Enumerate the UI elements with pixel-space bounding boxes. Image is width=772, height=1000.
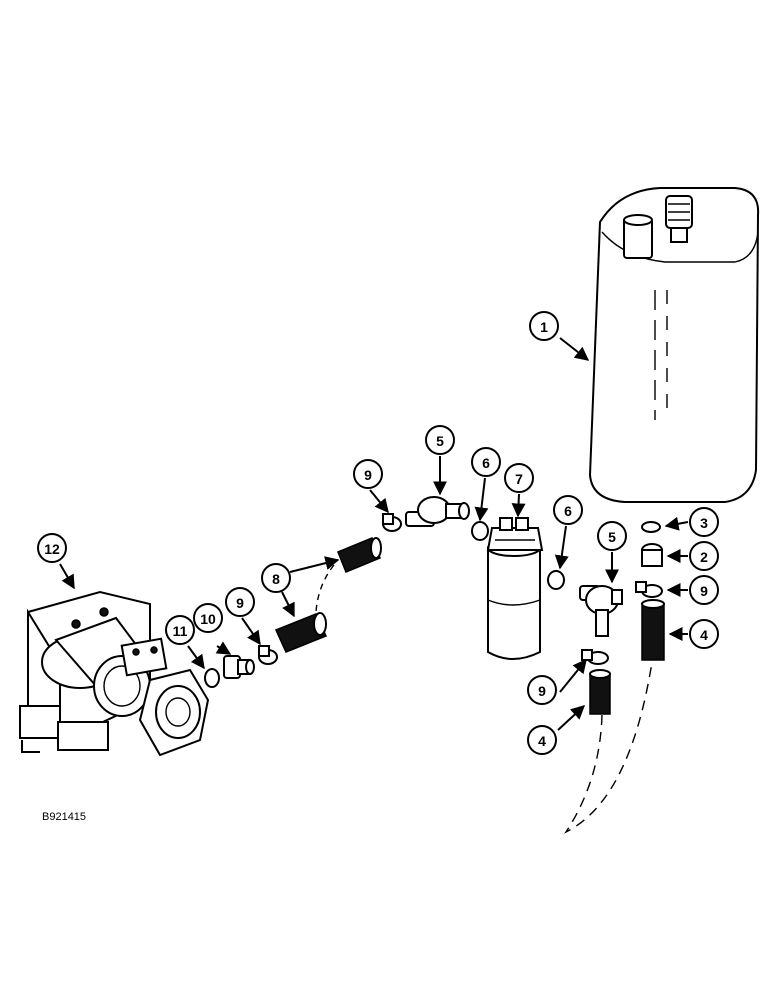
hose-clamp-9-top — [382, 513, 402, 532]
tee-fitting-5-lower — [579, 585, 623, 637]
hose-route-8 — [315, 564, 335, 613]
callout-4-left: 4 — [527, 725, 557, 755]
callout-12-label: 12 — [44, 541, 60, 557]
callout-2-label: 2 — [700, 549, 708, 565]
callout-9-pump: 9 — [225, 587, 255, 617]
callout-9-pump-label: 9 — [236, 595, 244, 611]
hose-8-upper — [337, 537, 382, 573]
o-ring-6-lower — [547, 570, 565, 590]
reservoir-tank — [588, 187, 760, 503]
hose-route-4 — [563, 661, 653, 834]
callout-5-upper: 5 — [425, 425, 455, 455]
hose-4-left — [589, 669, 611, 715]
figure-code: B921415 — [42, 811, 86, 823]
callout-5-upper-label: 5 — [436, 433, 444, 449]
callout-9-top-label: 9 — [364, 467, 372, 483]
callout-5-lower-label: 5 — [608, 529, 616, 545]
hydraulic-pump — [19, 590, 210, 757]
o-ring-3 — [641, 521, 661, 533]
callout-8-label: 8 — [272, 571, 280, 587]
hose-8-lower — [274, 612, 328, 653]
callout-10: 10 — [193, 603, 223, 633]
adapter-fitting-10 — [223, 655, 255, 679]
callout-9-lower-label: 9 — [538, 683, 546, 699]
callout-11: 11 — [165, 615, 195, 645]
adapter-fitting-2 — [641, 543, 663, 567]
callout-3: 3 — [689, 507, 719, 537]
hose-clamp-9-tank — [635, 581, 663, 598]
callout-11-label: 11 — [173, 623, 188, 639]
hose-4-right — [641, 599, 665, 661]
callout-9-lower: 9 — [527, 675, 557, 705]
callout-5-lower: 5 — [597, 521, 627, 551]
o-ring-6-upper — [471, 521, 489, 541]
callout-3-label: 3 — [700, 515, 708, 531]
callout-9-tank-label: 9 — [700, 583, 708, 599]
callout-6-lower: 6 — [553, 495, 583, 525]
filter-assembly — [486, 517, 544, 660]
callout-7: 7 — [504, 463, 534, 493]
callout-9-tank: 9 — [689, 575, 719, 605]
callout-6-upper-label: 6 — [482, 455, 490, 471]
callout-6-upper: 6 — [471, 447, 501, 477]
callout-4-right-label: 4 — [700, 627, 708, 643]
callout-7-label: 7 — [515, 471, 523, 487]
hose-clamp-9-pump — [258, 645, 278, 665]
callout-2: 2 — [689, 541, 719, 571]
callout-12: 12 — [37, 533, 67, 563]
callout-6-lower-label: 6 — [564, 503, 572, 519]
tee-fitting-5-upper — [405, 496, 470, 527]
callout-10-label: 10 — [200, 611, 216, 627]
callout-4-right: 4 — [689, 619, 719, 649]
callout-1: 1 — [529, 311, 559, 341]
callout-9-top: 9 — [353, 459, 383, 489]
callout-4-left-label: 4 — [538, 733, 546, 749]
o-ring-11 — [204, 668, 220, 688]
hose-clamp-9-lower — [581, 649, 609, 665]
leader-lines — [59, 337, 689, 731]
callout-1-label: 1 — [540, 319, 548, 335]
callout-8: 8 — [261, 563, 291, 593]
